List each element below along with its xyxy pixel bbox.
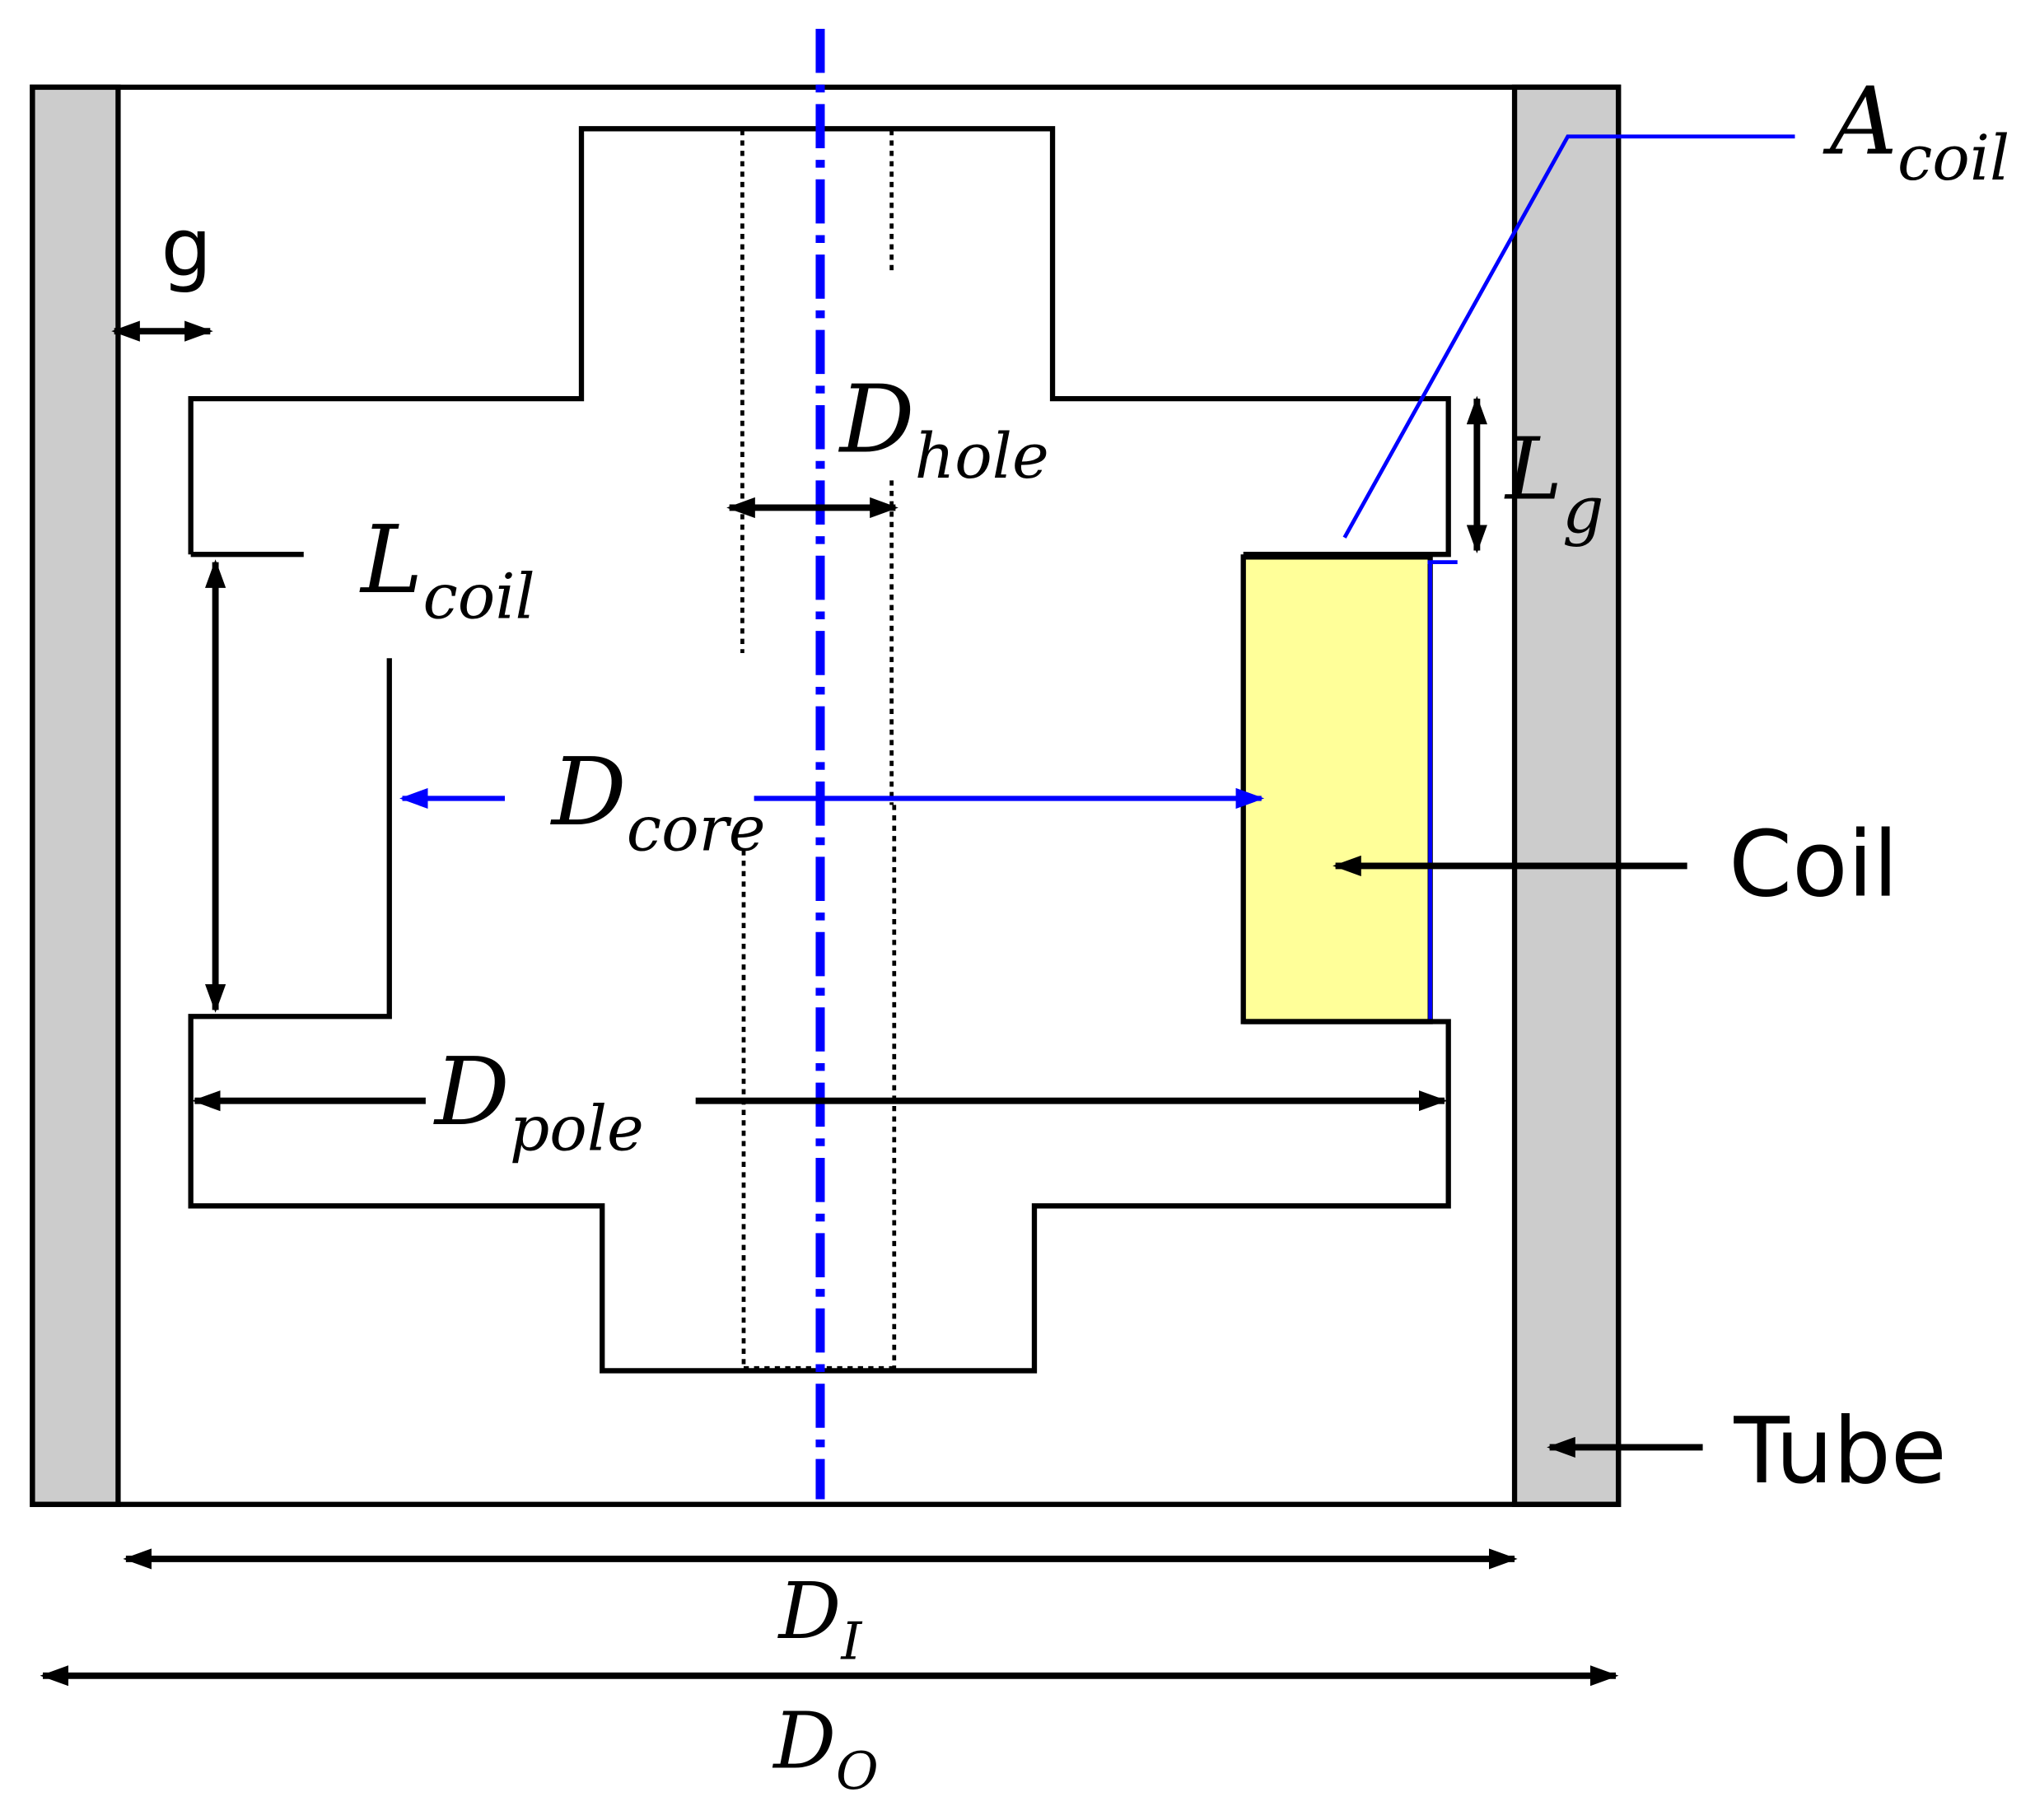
acoil-leader [1342, 134, 1795, 539]
tube-outline [30, 84, 1622, 1507]
g-label: g [161, 201, 212, 295]
lg-label: Lg [1504, 418, 1603, 548]
tube-left-wall [30, 84, 121, 1507]
coil-label: Coil [1729, 813, 1898, 918]
dcore-label: Dcore [550, 738, 766, 866]
lcoil-label: Lcoil [359, 506, 535, 633]
tube-label: Tube [1733, 1399, 1946, 1505]
core-outline-left-lower [188, 658, 1451, 1374]
core-outline-top [188, 126, 1451, 558]
do-label: DO [772, 1696, 878, 1801]
acoil-label: Acoil [1823, 67, 2009, 194]
dpole-label: Dpole [433, 1038, 644, 1165]
dhole-label: Dhole [838, 366, 1049, 493]
coil-rect [1240, 554, 1433, 1024]
di-label: DI [777, 1566, 863, 1671]
tube-right-wall [1511, 84, 1622, 1507]
